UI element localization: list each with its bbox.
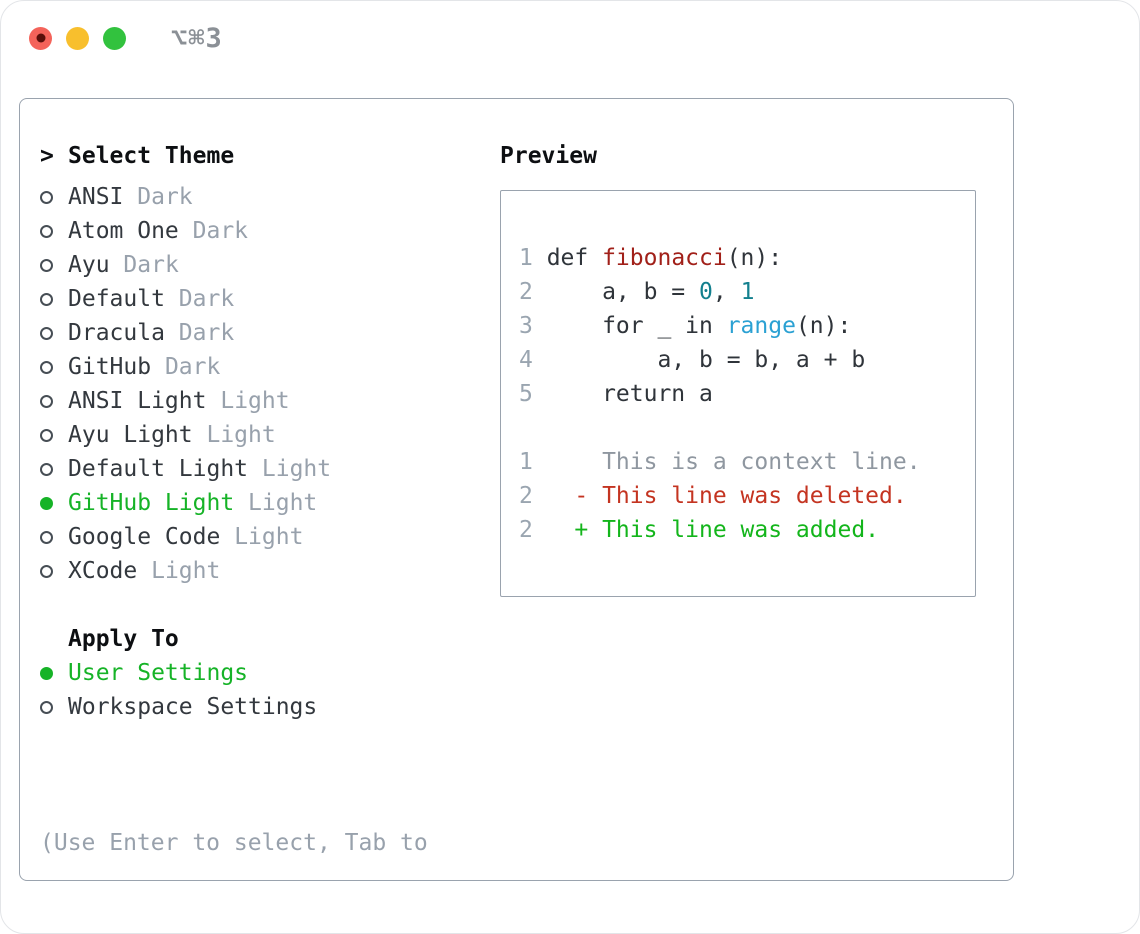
radio-icon — [40, 180, 68, 214]
radio-selected-icon — [40, 656, 68, 690]
theme-variant: Dark — [137, 184, 193, 210]
radio-icon — [40, 316, 68, 350]
radio-icon — [40, 418, 68, 452]
code-line: 5 return a — [519, 377, 975, 411]
theme-option-ansi-light[interactable]: ANSI Light Light — [40, 384, 500, 418]
theme-name: XCode — [68, 558, 138, 584]
code-line: 2 a, b = 0, 1 — [519, 275, 975, 309]
line-number: 5 — [519, 381, 533, 407]
theme-option-dracula-dark[interactable]: Dracula Dark — [40, 316, 500, 350]
theme-variant: Dark — [178, 320, 235, 346]
radio-icon — [40, 214, 68, 248]
help-text-line1: (Use Enter to select, Tab to — [40, 830, 428, 856]
function-name-token: fibonacci — [602, 245, 727, 271]
diff-added-line: 2 + This line was added. — [519, 513, 975, 547]
select-theme-label: Select Theme — [68, 143, 235, 169]
theme-option-xcode-light[interactable]: XCode Light — [40, 554, 500, 588]
apply-option-label: Workspace Settings — [68, 694, 318, 720]
builtin-token: range — [726, 313, 796, 339]
theme-name: ANSI Light — [68, 388, 207, 414]
theme-variant: Dark — [178, 286, 235, 312]
apply-option-workspace-settings[interactable]: Workspace Settings — [40, 690, 500, 724]
preview-label: Preview — [500, 143, 597, 169]
diff-context-line: 1 This is a context line. — [519, 445, 975, 479]
minimize-button[interactable] — [66, 26, 89, 50]
help-text: (Use Enter to select, Tab to change focu… — [40, 758, 500, 933]
line-number: 1 — [519, 449, 533, 475]
theme-name: Dracula — [68, 320, 165, 346]
number-token: 1 — [740, 279, 755, 305]
radio-selected-icon — [40, 486, 68, 520]
apply-to-header: Apply To — [40, 622, 500, 656]
line-number: 2 — [519, 483, 533, 509]
theme-variant: Dark — [123, 252, 179, 278]
radio-icon — [40, 248, 68, 282]
theme-name: Ayu — [68, 252, 110, 278]
theme-variant: Dark — [164, 354, 221, 380]
line-number: 2 — [519, 517, 533, 543]
theme-variant: Light — [261, 456, 332, 482]
apply-option-label: User Settings — [68, 660, 249, 686]
theme-option-default-light[interactable]: Default Light Light — [40, 452, 500, 486]
help-text-line2: change focus) — [40, 928, 500, 933]
radio-icon — [40, 554, 68, 588]
line-number: 3 — [519, 313, 533, 339]
theme-name: GitHub Light — [68, 490, 235, 516]
traffic-lights — [29, 26, 126, 50]
theme-name: GitHub — [68, 354, 152, 380]
select-theme-header: > Select Theme — [40, 139, 500, 173]
theme-list: > Select Theme ANSI Dark Atom One Dark Ay… — [40, 139, 500, 933]
apply-to-label: Apply To — [68, 626, 179, 652]
theme-variant: Light — [206, 422, 276, 448]
theme-option-ayu-dark[interactable]: Ayu Dark — [40, 248, 500, 282]
preview-header: Preview — [500, 139, 989, 173]
caret-icon: > — [40, 143, 54, 169]
diff-deleted-line: 2 - This line was deleted. — [519, 479, 975, 513]
theme-option-ansi-dark[interactable]: ANSI Dark — [40, 180, 500, 214]
theme-variant: Light — [151, 558, 221, 584]
theme-variant: Light — [234, 524, 304, 550]
theme-name: Default Light — [68, 456, 249, 482]
theme-option-google-code-light[interactable]: Google Code Light — [40, 520, 500, 554]
theme-variant: Dark — [192, 218, 249, 244]
theme-option-ayu-light[interactable]: Ayu Light Light — [40, 418, 500, 452]
apply-option-user-settings[interactable]: User Settings — [40, 656, 500, 690]
radio-icon — [40, 690, 68, 724]
radio-icon — [40, 452, 68, 486]
code-line: 4 a, b = b, a + b — [519, 343, 975, 377]
line-number: 4 — [519, 347, 533, 373]
radio-icon — [40, 350, 68, 384]
titlebar: ⌥⌘3 — [1, 1, 1139, 75]
window-title: ⌥⌘3 — [171, 22, 223, 54]
theme-variant: Light — [248, 490, 318, 516]
radio-icon — [40, 282, 68, 316]
radio-icon — [40, 384, 68, 418]
theme-variant: Light — [220, 388, 290, 414]
theme-option-github-dark[interactable]: GitHub Dark — [40, 350, 500, 384]
close-button[interactable] — [29, 26, 52, 50]
number-token: 0 — [699, 279, 713, 305]
close-button-dot — [36, 33, 45, 43]
theme-option-atom-one-dark[interactable]: Atom One Dark — [40, 214, 500, 248]
theme-name: Ayu Light — [68, 422, 193, 448]
theme-option-default-dark[interactable]: Default Dark — [40, 282, 500, 316]
theme-name: Google Code — [68, 524, 221, 550]
theme-name: Default — [68, 286, 165, 312]
line-number: 2 — [519, 279, 533, 305]
theme-name: ANSI — [68, 184, 124, 210]
theme-option-github-light[interactable]: GitHub Light Light — [40, 486, 500, 520]
theme-picker-panel: > Select Theme ANSI Dark Atom One Dark Ay… — [19, 98, 1014, 933]
zoom-button[interactable] — [103, 26, 126, 50]
radio-icon — [40, 520, 68, 554]
code-line: 3 for _ in range(n): — [519, 309, 975, 343]
line-number: 1 — [519, 245, 533, 271]
theme-name: Atom One — [68, 218, 179, 244]
